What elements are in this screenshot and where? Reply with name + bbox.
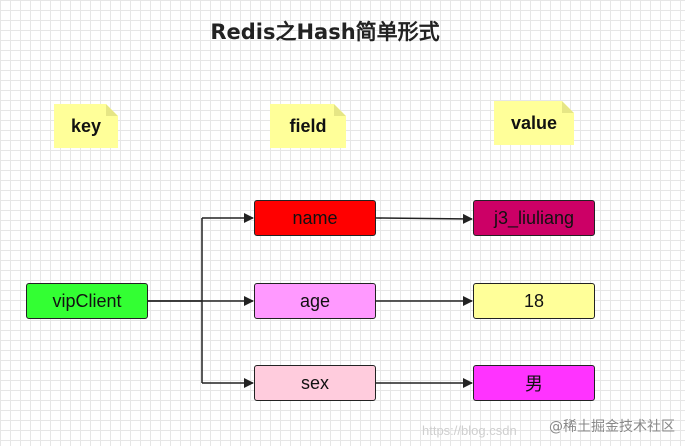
field-label-name: name [292, 207, 338, 228]
field-box-sex: sex [254, 365, 376, 401]
header-value-note: value [494, 101, 574, 145]
faint-watermark: https://blog.csdn [422, 423, 517, 438]
field-box-name: name [254, 200, 376, 236]
value-label-age: 18 [523, 290, 545, 311]
key-label: vipClient [52, 290, 122, 311]
header-field-note: field [270, 104, 346, 148]
value-box-age: 18 [473, 283, 595, 319]
field-box-age: age [254, 283, 376, 319]
watermark: @稀土掘金技术社区 [549, 419, 675, 435]
field-label-age: age [299, 290, 331, 311]
key-box: vipClient [26, 283, 148, 319]
value-label-sex: 男 [525, 374, 543, 394]
header-key-label: key [70, 115, 102, 136]
value-label-name: j3_liuliang [493, 207, 575, 228]
header-key-note: key [54, 104, 118, 148]
header-field-label: field [289, 115, 327, 136]
field-label-sex: sex [300, 372, 329, 393]
value-box-sex: 男 [473, 365, 595, 401]
header-value-label: value [510, 112, 558, 133]
arrow-name-to-value [375, 213, 473, 224]
value-box-name: j3_liuliang [473, 200, 595, 236]
diagram-title: Redis之Hash简单形式 [210, 20, 440, 44]
